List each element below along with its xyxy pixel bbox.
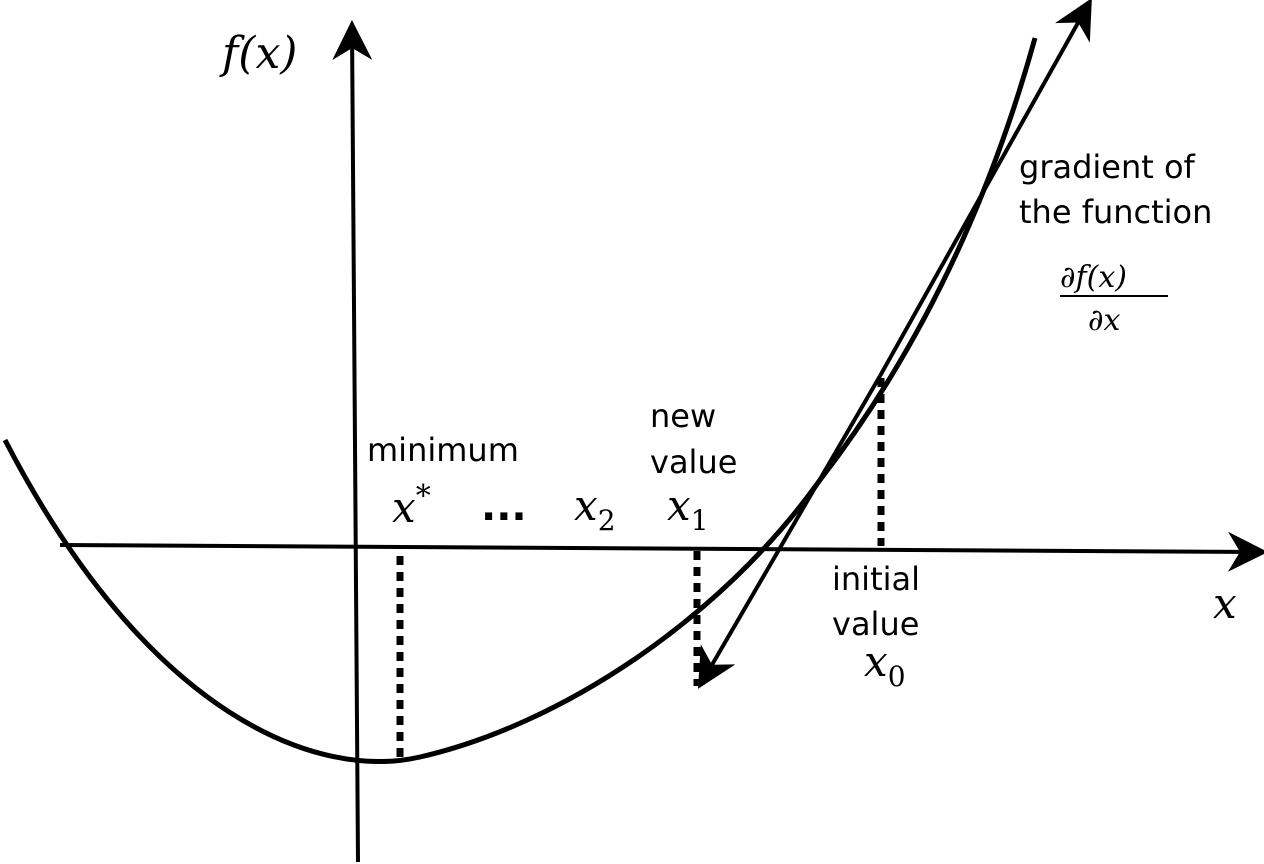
- y-axis-label: f(x): [219, 28, 297, 79]
- gradient-arrow-up: [878, 0, 1092, 377]
- x0-base: x: [864, 637, 888, 686]
- gradient-line2: the function: [1019, 193, 1212, 231]
- initial-value-line1: initial: [832, 560, 920, 598]
- new-value-line2: value: [650, 443, 737, 481]
- x-star-label: x*: [392, 479, 431, 532]
- x2-base: x: [574, 481, 598, 530]
- x2-label: x2: [574, 481, 616, 537]
- gradient-numerator: ∂f(x): [1060, 260, 1127, 295]
- x1-base: x: [667, 481, 691, 530]
- initial-value-line2: value: [832, 605, 919, 643]
- x-star-superscript: *: [416, 479, 431, 514]
- new-value-line1: new: [650, 397, 716, 435]
- x-axis: [59, 531, 1264, 572]
- gradient-arrow-down: [697, 374, 882, 689]
- x2-subscript: 2: [598, 504, 616, 537]
- x0-label: x0: [864, 637, 906, 693]
- ellipsis: ...: [481, 484, 527, 530]
- x-axis-label: x: [1213, 579, 1237, 628]
- x1-label: x1: [667, 481, 709, 537]
- y-axis: [332, 20, 373, 863]
- function-curve: [2, 37, 1038, 764]
- gradient-line1: gradient of: [1019, 148, 1196, 186]
- x1-subscript: 1: [691, 504, 709, 537]
- x-star-base: x: [392, 483, 416, 532]
- gradient-denominator: ∂x: [1088, 303, 1121, 338]
- minimum-label: minimum: [367, 431, 519, 469]
- x0-subscript: 0: [888, 660, 906, 693]
